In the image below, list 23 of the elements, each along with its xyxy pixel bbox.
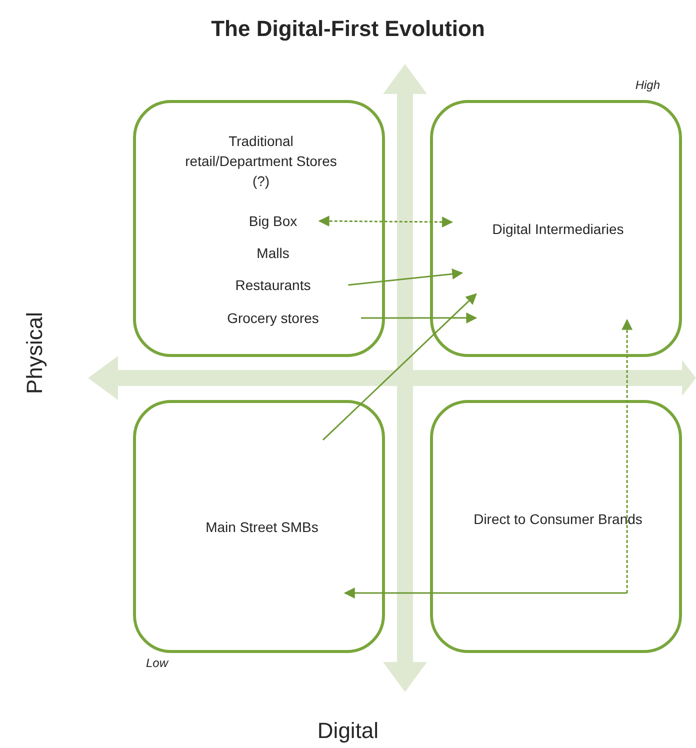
arrow bbox=[318, 216, 454, 228]
arrow bbox=[322, 293, 477, 441]
arrow bbox=[348, 268, 464, 286]
quadrant-box bbox=[430, 100, 682, 357]
node-text: Big Box bbox=[193, 211, 353, 231]
node-text: Malls bbox=[193, 243, 353, 263]
axis-label: Digital bbox=[316, 718, 380, 744]
quadrant-box bbox=[430, 400, 682, 653]
arrow bbox=[622, 318, 633, 594]
title: The Digital-First Evolution bbox=[210, 16, 486, 42]
axis-label: Physical bbox=[22, 311, 48, 396]
quadrant-label: Traditional retail/Department Stores (?) bbox=[184, 132, 338, 191]
quadrant-label: Digital Intermediaries bbox=[491, 220, 625, 239]
axis-label: High bbox=[635, 78, 660, 92]
node-text: Grocery stores bbox=[193, 308, 353, 328]
quadrant-box bbox=[133, 100, 385, 357]
quadrant-label: Main Street SMBs bbox=[204, 518, 320, 537]
quadrant-box bbox=[133, 400, 385, 653]
node-text: Restaurants bbox=[193, 275, 353, 295]
quadrant-label: Direct to Consumer Brands bbox=[472, 510, 644, 529]
axis-label: Low bbox=[146, 656, 168, 670]
arrow bbox=[361, 312, 478, 324]
arrow bbox=[344, 588, 628, 599]
